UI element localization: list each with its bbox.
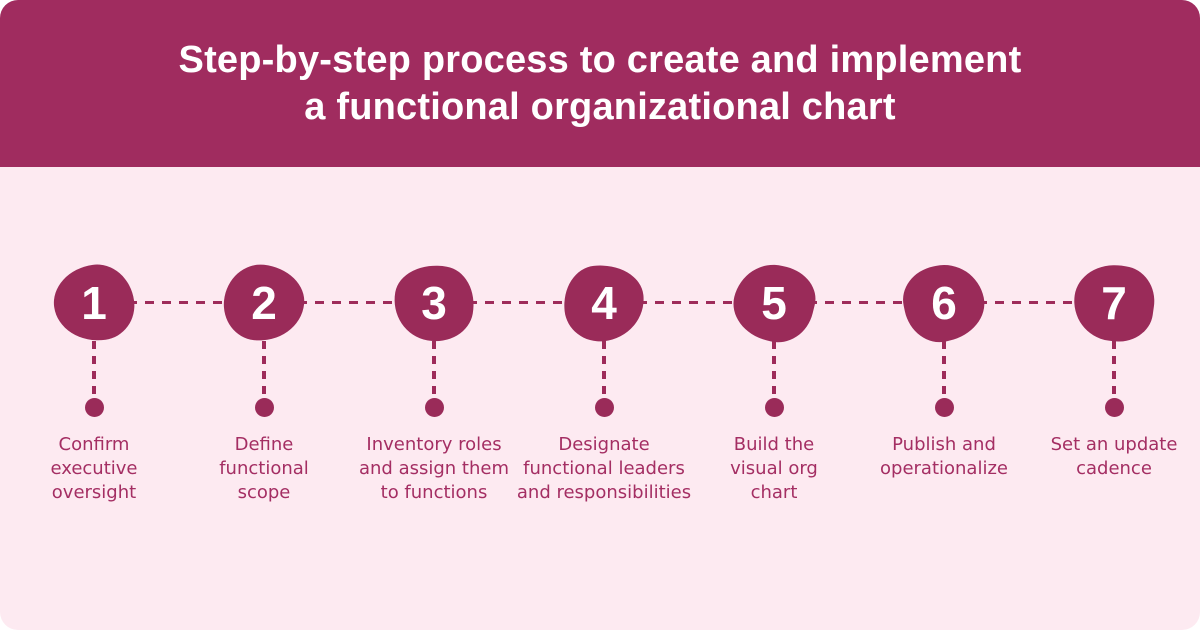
step-label: Publish and operationalize	[880, 434, 1008, 479]
process-timeline: 1 Confirm executive oversight 2 Define f…	[0, 167, 1200, 630]
steps-row: 1 Confirm executive oversight 2 Define f…	[9, 256, 1194, 505]
step-label: Confirm executive oversight	[50, 434, 138, 503]
step-drop-line	[602, 341, 606, 397]
step-drop-line	[942, 341, 946, 397]
step-label: Set an update cadence	[1050, 434, 1178, 479]
step-number: 3	[421, 277, 447, 329]
step-drop-line	[1112, 341, 1116, 397]
step-dot	[254, 398, 274, 417]
step-number: 1	[81, 277, 107, 329]
step-number: 6	[931, 277, 957, 329]
step-number: 7	[1101, 277, 1127, 329]
step-column-5: 5 Build the visual org chart	[689, 256, 859, 505]
step-marker-6: 6	[896, 257, 992, 349]
step-marker-4: 4	[560, 261, 648, 345]
step-dot	[1104, 398, 1124, 417]
step-marker-1: 1	[49, 259, 139, 347]
step-label: Define functional scope	[219, 434, 309, 503]
step-drop-line	[92, 341, 96, 397]
step-column-2: 2 Define functional scope	[179, 261, 349, 505]
step-marker-2: 2	[220, 261, 308, 345]
step-marker-7: 7	[1069, 259, 1159, 347]
step-column-7: 7 Set an update cadence	[1029, 259, 1199, 505]
step-column-1: 1 Confirm executive oversight	[9, 259, 179, 505]
step-dot	[424, 398, 444, 417]
step-drop-line	[772, 341, 776, 397]
step-number: 4	[591, 277, 617, 329]
step-label: Inventory roles and assign them to funct…	[358, 434, 509, 503]
step-column-4: 4 Designate functional leaders and respo…	[517, 261, 691, 505]
step-column-3: 3 Inventory roles and assign them to fun…	[349, 258, 519, 505]
step-marker-3: 3	[388, 258, 480, 348]
page-title-line-1: Step-by-step process to create and imple…	[178, 38, 1022, 81]
step-label: Build the visual org chart	[730, 434, 818, 503]
step-drop-line	[432, 341, 436, 397]
step-dot	[764, 398, 784, 417]
step-dot	[594, 398, 614, 417]
page-title-line-2: a functional organizational chart	[304, 85, 896, 128]
page-title: Step-by-step process to create and imple…	[179, 37, 1022, 131]
step-number: 2	[251, 277, 277, 329]
step-dot	[84, 398, 104, 417]
header-banner: Step-by-step process to create and imple…	[0, 0, 1200, 167]
step-drop-line	[262, 341, 266, 397]
step-label: Designate functional leaders and respons…	[516, 434, 692, 503]
step-dot	[934, 398, 954, 417]
step-number: 5	[761, 277, 787, 329]
step-column-6: 6 Publish and operationalize	[859, 257, 1029, 505]
step-marker-5: 5	[725, 256, 823, 350]
